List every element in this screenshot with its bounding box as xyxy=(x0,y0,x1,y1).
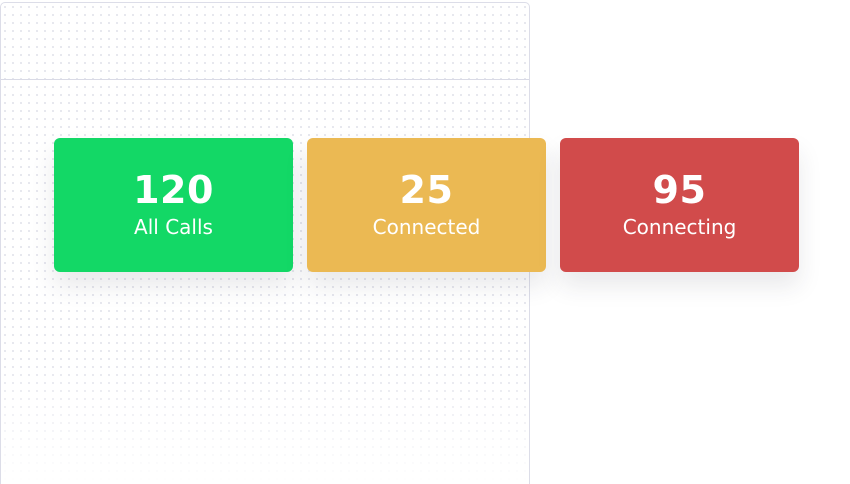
stat-value-all-calls: 120 xyxy=(133,168,214,212)
stat-card-all-calls[interactable]: 120 All Calls xyxy=(54,138,293,272)
stat-label-all-calls: All Calls xyxy=(134,215,213,239)
stat-value-connecting: 95 xyxy=(652,168,707,212)
panel-divider xyxy=(1,79,529,80)
stat-card-connected[interactable]: 25 Connected xyxy=(307,138,546,272)
stat-label-connecting: Connecting xyxy=(622,215,737,239)
call-stats-cards: 120 All Calls 25 Connected 95 Connecting xyxy=(54,138,799,272)
stat-value-connected: 25 xyxy=(399,168,454,212)
stat-label-connected: Connected xyxy=(372,215,481,239)
stat-card-connecting[interactable]: 95 Connecting xyxy=(560,138,799,272)
